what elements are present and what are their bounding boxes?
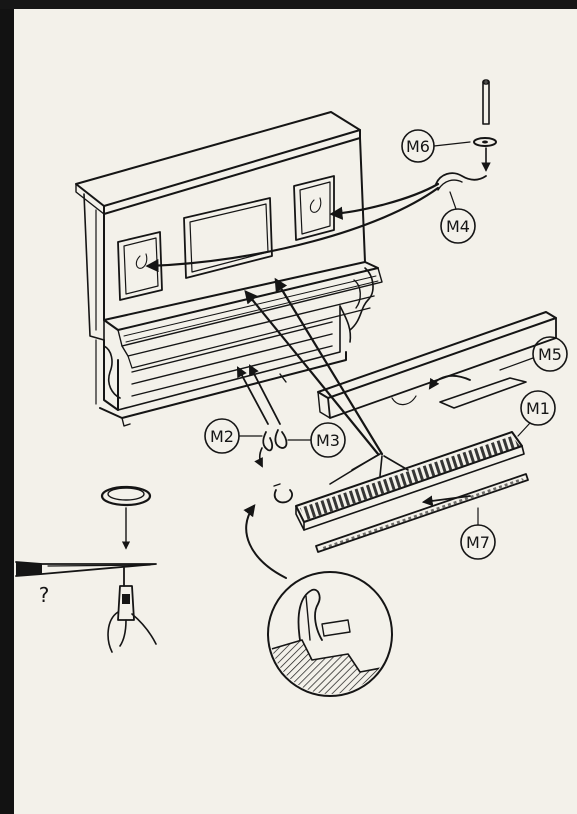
label-m4-text: M4 (446, 217, 470, 236)
assembly-arrows (145, 147, 491, 579)
label-m7-text: M7 (466, 533, 490, 552)
piano-body (75, 111, 383, 427)
label-m2-text: M2 (210, 427, 234, 446)
pedal-parts (262, 373, 288, 452)
label-m5-text: M5 (538, 345, 562, 364)
fallboard-part (317, 311, 557, 419)
stool-base-part (107, 567, 157, 653)
key-strip-part (315, 473, 529, 553)
label-m1-text: M1 (526, 399, 550, 418)
label-m6: M6 (401, 129, 471, 163)
label-m1: M1 (517, 390, 556, 437)
label-m4: M4 (440, 191, 476, 244)
knife-tool (15, 561, 157, 577)
question-mark: ? (39, 583, 50, 607)
candle-arm-part (435, 172, 487, 191)
keyboard-part (295, 431, 525, 531)
detail-magnifier (267, 571, 393, 697)
stool-seat-part (100, 485, 152, 550)
label-m2: M2 (204, 418, 263, 454)
label-m3-text: M3 (316, 431, 340, 450)
label-m5: M5 (499, 336, 568, 372)
scan-border-top (0, 0, 577, 9)
label-m6-text: M6 (406, 137, 430, 156)
label-m3: M3 (287, 422, 346, 458)
label-m7: M7 (460, 507, 496, 560)
scan-border-left (0, 0, 14, 814)
candle-pin-part (473, 79, 497, 147)
rotation-arrow (273, 483, 293, 504)
